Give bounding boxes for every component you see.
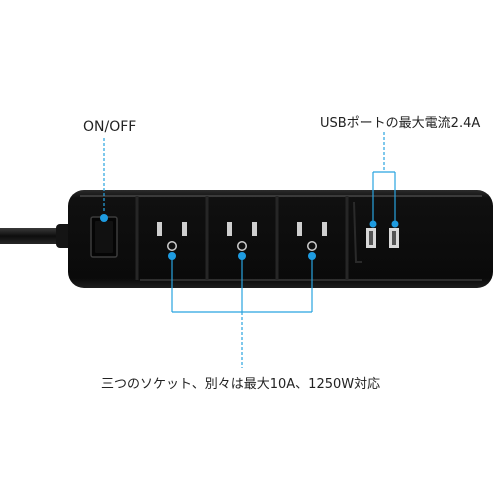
usb-port-icon-1 — [366, 228, 376, 248]
rocker-switch-icon — [90, 216, 118, 258]
usb-port-icon-2 — [389, 228, 399, 248]
sockets-label: 三つのソケット、別々は最大10A、1250W対応 — [101, 377, 381, 392]
callout-dot — [308, 252, 316, 260]
callout-sockets — [171, 258, 313, 368]
callout-usb — [372, 132, 396, 222]
callout-dot — [238, 252, 246, 260]
outlet-icon-3 — [297, 222, 327, 251]
onoff-label: ON/OFF — [83, 119, 137, 135]
callout-dot — [100, 214, 108, 222]
callout-dot — [369, 220, 377, 228]
power-strip-body — [68, 190, 493, 288]
callout-dot — [168, 252, 176, 260]
callout-dot — [391, 220, 399, 228]
power-cord-icon — [0, 224, 78, 248]
usb-port-label: USBポートの最大電流2.4A — [320, 116, 481, 131]
outlet-icon-1 — [157, 222, 187, 251]
outlet-icon-2 — [227, 222, 257, 251]
